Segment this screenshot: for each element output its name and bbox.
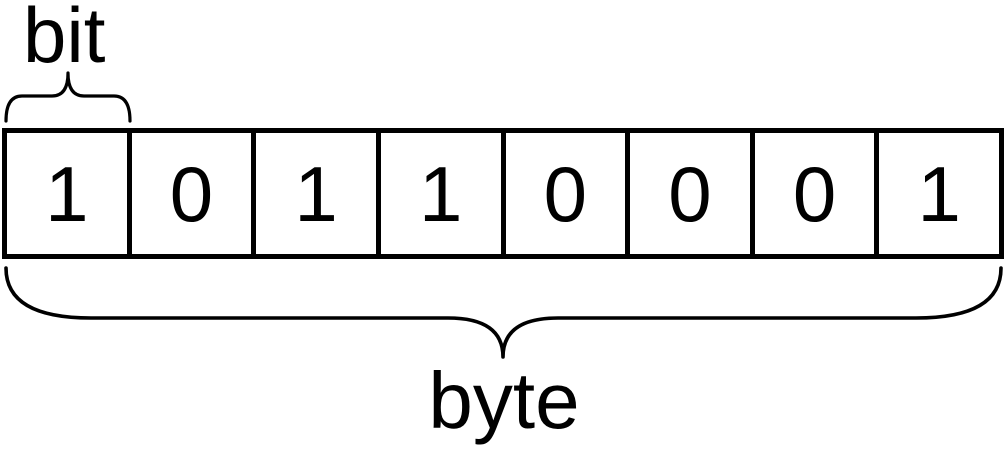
byte-row: 1 0 1 1 0 0 0 1 (2, 128, 1004, 259)
byte-label: byte (428, 356, 580, 445)
bit-cell-5: 0 (630, 133, 755, 254)
byte-brace-icon (4, 266, 1003, 359)
bit-cell-7: 1 (917, 149, 961, 238)
bit-cell-6: 0 (755, 133, 880, 254)
bit-cell-1: 0 (132, 133, 257, 254)
bit-cell-0: 1 (7, 133, 132, 254)
bit-cell-4: 0 (506, 133, 631, 254)
bit-cell-2: 1 (256, 133, 381, 254)
bit-cell-3: 1 (381, 133, 506, 254)
bit-brace-icon (4, 71, 132, 123)
bit-label: bit (23, 0, 106, 79)
